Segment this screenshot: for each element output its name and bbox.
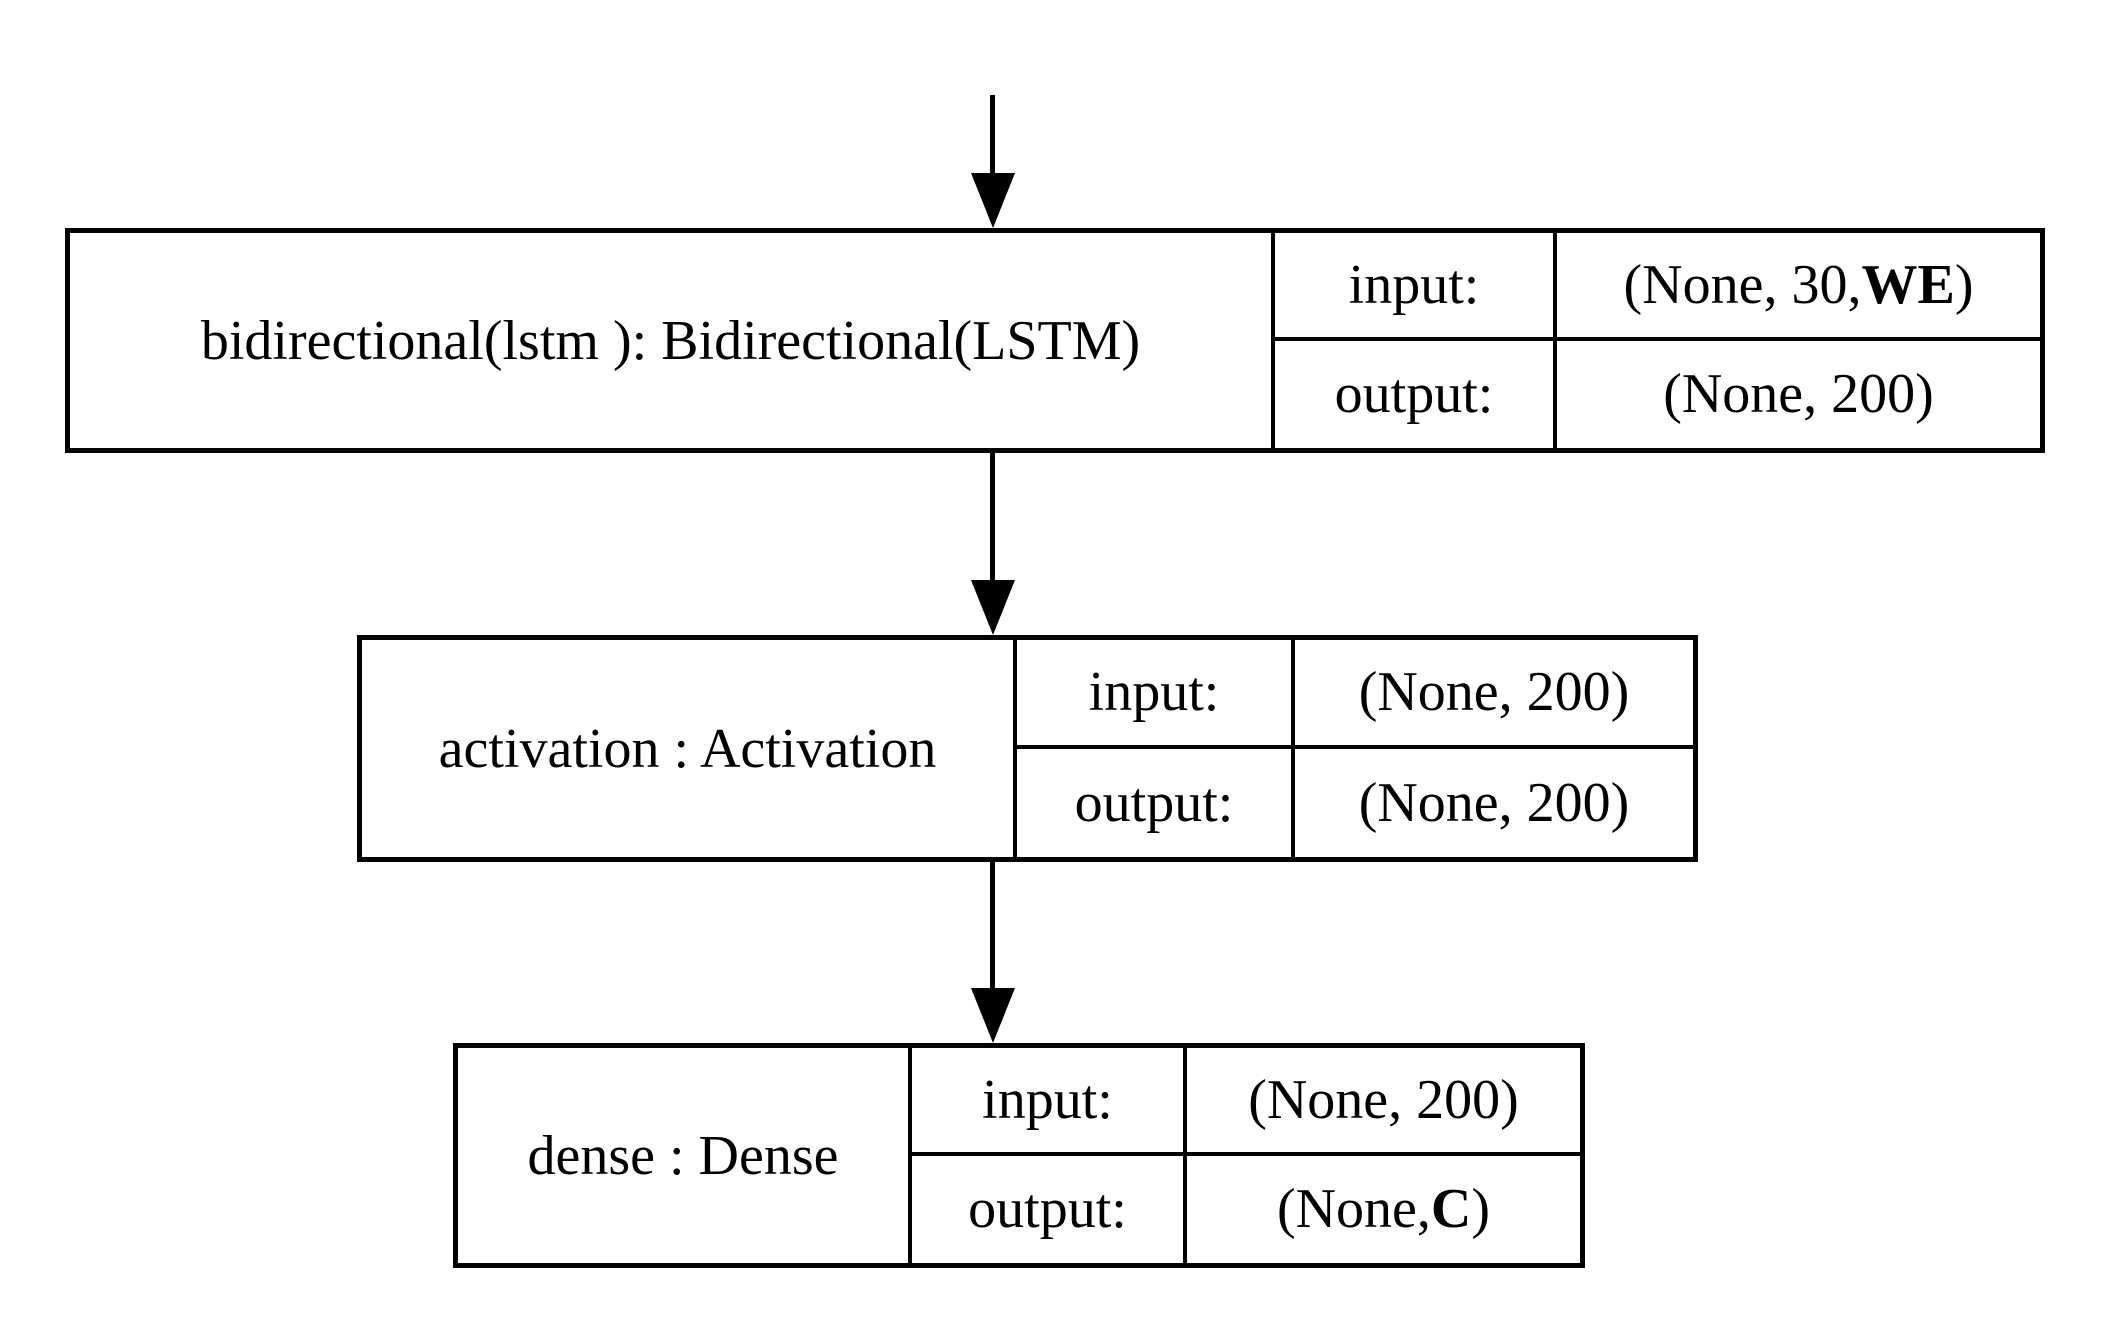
output-label: output: xyxy=(912,1155,1187,1263)
layer-node-activation: activation : Activation input: (None, 20… xyxy=(357,635,1698,862)
output-shape: (None,C) xyxy=(1187,1156,1580,1264)
layer-name: activation : Activation xyxy=(362,640,1017,857)
shape-emphasis: C xyxy=(1430,1178,1472,1241)
output-shape: (None, 200) xyxy=(1295,749,1693,858)
shape-text: (None, 200) xyxy=(1248,1068,1519,1131)
input-label: input: xyxy=(1275,233,1557,341)
arrow-line xyxy=(990,862,995,994)
arrow-down-icon xyxy=(971,173,1015,228)
shape-text: (None, 200) xyxy=(1663,363,1934,426)
arrow-down-icon xyxy=(971,988,1015,1043)
shape-text: (None, 200) xyxy=(1358,771,1630,834)
shape-emphasis: WE xyxy=(1861,253,1955,316)
output-shape: (None, 200) xyxy=(1557,341,2040,449)
arrow-line xyxy=(990,453,995,585)
input-shape: (None, 30, WE ) xyxy=(1557,233,2040,341)
shape-text: ) xyxy=(1471,1178,1491,1241)
shape-text: (None, 30, xyxy=(1623,253,1862,316)
layer-node-bidirectional-lstm: bidirectional(lstm ): Bidirectional(LSTM… xyxy=(65,228,2045,453)
output-label: output: xyxy=(1017,748,1295,857)
input-label: input: xyxy=(1017,640,1295,749)
shape-text: ) xyxy=(1954,253,1974,316)
input-shape: (None, 200) xyxy=(1295,640,1693,749)
arrow-down-icon xyxy=(971,580,1015,635)
input-shape: (None, 200) xyxy=(1187,1048,1580,1156)
arrow-line xyxy=(990,95,995,180)
layer-name: bidirectional(lstm ): Bidirectional(LSTM… xyxy=(70,233,1275,448)
shape-text: (None, xyxy=(1276,1178,1431,1241)
output-label: output: xyxy=(1275,340,1557,448)
input-label: input: xyxy=(912,1048,1187,1156)
layer-name: dense : Dense xyxy=(458,1048,912,1263)
layer-node-dense: dense : Dense input: (None, 200) output:… xyxy=(453,1043,1585,1268)
shape-text: (None, 200) xyxy=(1358,661,1630,724)
